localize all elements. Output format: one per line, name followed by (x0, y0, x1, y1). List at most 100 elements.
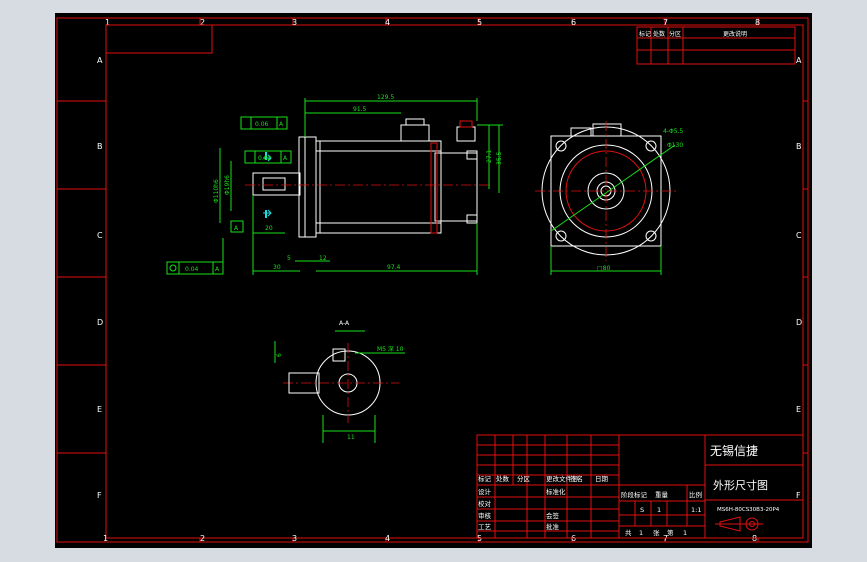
drawing-name: 外形尺寸图 (713, 478, 768, 492)
tol-perp: 0.02 (258, 155, 272, 162)
tb-sheet-unit: 张 (653, 528, 660, 537)
tb-sheets-total: 共 (625, 528, 632, 537)
rev-zone: 分区 (669, 30, 681, 38)
side-holes: 4-Φ5.5 (663, 128, 683, 135)
rev-change: 更改说明 (723, 30, 747, 38)
dia-shaft: Φ19h6 (224, 175, 231, 195)
projection-symbol-icon (715, 516, 763, 532)
dim-h1: 27.1 (486, 149, 493, 163)
section-label: A-A (339, 320, 350, 327)
section-aa (274, 330, 405, 443)
col-label-top: 8 (755, 18, 760, 27)
tb-sign: 签名 (570, 474, 583, 483)
tb-weight: 重量 (655, 491, 669, 499)
datum-a-4: A (215, 266, 220, 273)
drawing-canvas[interactable]: 1 2 3 4 5 6 7 8 1 2 3 4 5 6 7 8 A B C D … (55, 13, 812, 548)
company-name: 无锡信捷 (710, 443, 758, 458)
dim-small1: 5 (287, 255, 291, 262)
row-label-left: D (97, 318, 103, 327)
tb-sheet-no: 第 (667, 528, 674, 537)
motor-body (315, 140, 442, 234)
tol-concentric: 0.04 (185, 266, 199, 273)
tb-count: 处数 (496, 474, 510, 483)
side-flange: □80 (597, 265, 610, 272)
section-labels: A-A M5 深 10 6 11 (276, 320, 404, 441)
flange (298, 136, 317, 238)
tol-runout: 0.06 (255, 121, 269, 128)
shaft (252, 172, 301, 196)
row-label-left: F (97, 491, 102, 500)
side-pcd: Φ130 (667, 142, 683, 149)
col-label-top: 4 (385, 18, 390, 27)
row-label-left: E (97, 405, 102, 414)
tb-sheet-no-val: 1 (683, 529, 687, 537)
dia-spigot: Φ110h6 (213, 179, 220, 203)
row-label-left: C (97, 231, 103, 240)
section-thread: M5 深 10 (377, 345, 404, 353)
power-connector (400, 124, 430, 142)
section-depth: 11 (347, 434, 355, 441)
col-label-top: 7 (663, 18, 668, 27)
col-label-bottom: 2 (200, 534, 205, 543)
dim-body: 91.5 (353, 106, 367, 113)
tb-stage: 阶段标记 (621, 490, 648, 499)
tb-approve: 批准 (546, 522, 560, 531)
title-block (476, 434, 804, 539)
datum-a-3: A (234, 225, 239, 232)
zone-ticks (57, 18, 808, 542)
cad-drawing: 1 2 3 4 5 6 7 8 1 2 3 4 5 6 7 8 A B C D … (56, 17, 809, 543)
tb-scale: 比例 (689, 490, 702, 499)
tb-sheets-total-val: 1 (639, 529, 643, 537)
part-number: MS6H-80CS30B3-20P4 (717, 507, 780, 513)
col-label-top: 6 (571, 18, 576, 27)
dim-small2: 12 (319, 255, 327, 262)
tb-zone: 分区 (517, 474, 531, 483)
datum-a-1: A (279, 121, 284, 128)
row-label-right: A (796, 56, 802, 65)
section-width: 6 (276, 353, 283, 357)
inner-frame (105, 24, 804, 539)
col-label-bottom: 4 (385, 534, 390, 543)
row-label-right: E (796, 405, 801, 414)
front-dimensions: 129.5 91.5 30 97.4 20 5 12 27.1 35.5 Φ11… (166, 94, 503, 275)
dim-overall: 129.5 (377, 94, 394, 101)
col-label-top: 5 (477, 18, 482, 27)
tb-check: 校对 (478, 499, 492, 508)
tb-review: 审核 (478, 511, 492, 520)
revision-block: 标记 处数 分区 更改说明 (636, 26, 796, 65)
outer-frame (56, 17, 809, 543)
col-label-bottom: 3 (292, 534, 297, 543)
dim-shaft: 30 (273, 264, 281, 271)
dim-length: 97.4 (387, 264, 401, 271)
grid-labels: 1 2 3 4 5 6 7 8 1 2 3 4 5 6 7 8 A B C D … (97, 18, 802, 543)
tb-stage-val: S (640, 506, 644, 514)
row-label-right: D (796, 318, 802, 327)
col-label-bottom: 1 (103, 534, 108, 543)
col-label-top: 2 (200, 18, 205, 27)
row-label-left: B (97, 142, 103, 151)
top-left-box (105, 24, 213, 54)
datum-a-2: A (283, 155, 288, 162)
tb-process: 工艺 (478, 523, 492, 531)
dim-key: 20 (265, 225, 273, 232)
encoder-connector (456, 126, 476, 142)
row-label-right: B (796, 142, 802, 151)
row-label-left: A (97, 56, 103, 65)
side-dimensions: 4-Φ5.5 Φ130 □80 (597, 128, 683, 272)
row-label-right: F (796, 491, 801, 500)
tb-design: 设计 (478, 487, 492, 496)
dim-h2: 35.5 (496, 151, 503, 165)
rev-count: 处数 (653, 30, 665, 38)
side-view (535, 121, 677, 275)
tb-standard: 标准化 (546, 487, 566, 496)
row-label-right: C (796, 231, 802, 240)
tb-audit: 会签 (546, 511, 560, 520)
tb-mark: 标记 (478, 474, 492, 483)
title-block-text: 无锡信捷 外形尺寸图 MS6H-80CS30B3-20P4 标记 处数 分区 更… (478, 443, 780, 537)
tb-weight-val: 1 (657, 506, 661, 514)
rev-mark: 标记 (639, 30, 651, 38)
col-label-top: 3 (292, 18, 297, 27)
tb-date: 日期 (595, 475, 609, 483)
front-view (245, 118, 490, 238)
col-label-top: 1 (105, 18, 110, 27)
